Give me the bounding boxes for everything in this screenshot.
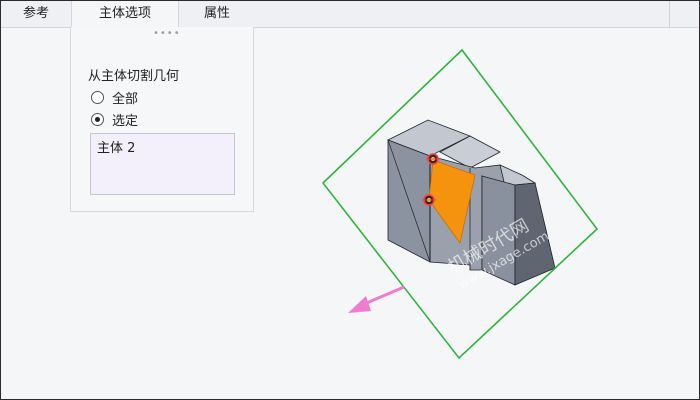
datum-point-marker[interactable] — [422, 194, 436, 206]
cutting-plane-outline[interactable] — [321, 48, 599, 360]
tab-body-options[interactable]: 主体选项 — [71, 1, 179, 28]
radio-all-button[interactable] — [91, 90, 104, 104]
radio-selected-button[interactable] — [91, 112, 104, 126]
cut-face-highlight[interactable] — [428, 159, 476, 244]
tab-references[interactable]: 参考 — [22, 6, 49, 21]
direction-arrow-icon[interactable] — [348, 285, 405, 313]
radio-selected[interactable]: 选定 — [91, 110, 139, 129]
cut-geometry-label: 从主体切割几何 — [88, 69, 180, 84]
datum-point-marker[interactable] — [426, 153, 440, 165]
tab-properties[interactable]: 属性 — [203, 6, 230, 21]
body-collector-list[interactable]: 主体 2 — [90, 133, 235, 195]
panel-drag-handle[interactable]: •••• — [153, 28, 181, 39]
radio-all[interactable]: 全部 — [91, 88, 139, 107]
body-options-panel: •••• 从主体切割几何 全部 选定 主体 2 — [70, 27, 254, 212]
radio-selected-label: 选定 — [112, 113, 139, 129]
radio-all-label: 全部 — [112, 91, 139, 107]
list-item-body-2[interactable]: 主体 2 — [97, 141, 136, 156]
tabbar-divider — [669, 1, 670, 27]
tab-bar: 参考 主体选项 属性 — [1, 1, 698, 28]
